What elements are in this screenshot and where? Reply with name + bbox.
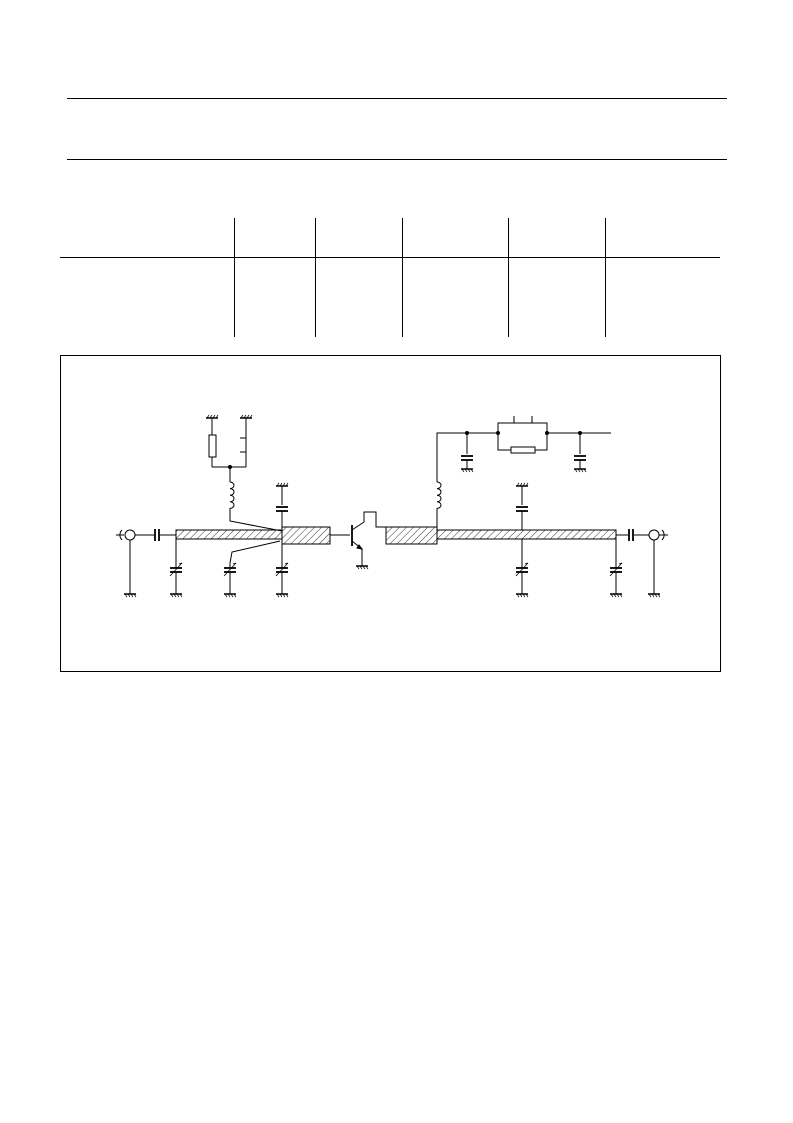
capacitor-icon — [275, 506, 289, 512]
trimmer-capacitor-icon — [515, 562, 529, 578]
inductor-icon — [229, 481, 235, 509]
ground-icon — [515, 482, 529, 487]
capacitor-icon — [460, 455, 474, 461]
wire — [497, 433, 511, 451]
ground-icon — [169, 593, 183, 598]
wire — [532, 422, 548, 433]
trimmer-capacitor-icon — [169, 562, 183, 578]
data-table — [60, 218, 720, 337]
trimmer-capacitor-icon — [223, 562, 237, 578]
wire — [497, 422, 514, 433]
coax-connector-icon — [116, 529, 137, 598]
ground-icon — [239, 414, 253, 419]
capacitor-icon — [240, 437, 247, 453]
capacitor-icon — [154, 529, 160, 541]
wire — [436, 432, 498, 482]
wire — [229, 508, 283, 532]
ground-icon — [223, 593, 237, 598]
inductor-icon — [436, 481, 442, 509]
ground-icon — [460, 468, 474, 473]
ground-icon — [515, 593, 529, 598]
stripline-icon — [281, 526, 331, 545]
header-rule-top — [67, 98, 727, 99]
coax-connector-icon — [647, 529, 668, 598]
stripline-icon — [436, 529, 617, 540]
ground-icon — [609, 593, 623, 598]
wire — [535, 433, 548, 451]
wire — [229, 540, 281, 564]
transistor-icon — [351, 511, 386, 570]
capacitor-icon — [628, 529, 634, 541]
figure-frame — [60, 355, 721, 672]
capacitor-icon — [513, 416, 533, 424]
ground-icon — [275, 593, 289, 598]
ground-icon — [275, 482, 289, 487]
capacitor-icon — [573, 455, 587, 461]
stripline-icon — [175, 529, 283, 540]
trimmer-capacitor-icon — [609, 562, 623, 578]
trimmer-capacitor-icon — [275, 562, 289, 578]
circuit-schematic — [116, 414, 668, 598]
resistor-icon — [510, 446, 536, 454]
capacitor-icon — [515, 506, 529, 512]
ground-icon — [205, 414, 219, 419]
resistor-icon — [208, 434, 217, 458]
stripline-icon — [385, 526, 438, 545]
header-rule-bottom — [67, 159, 727, 160]
ground-icon — [573, 468, 587, 473]
